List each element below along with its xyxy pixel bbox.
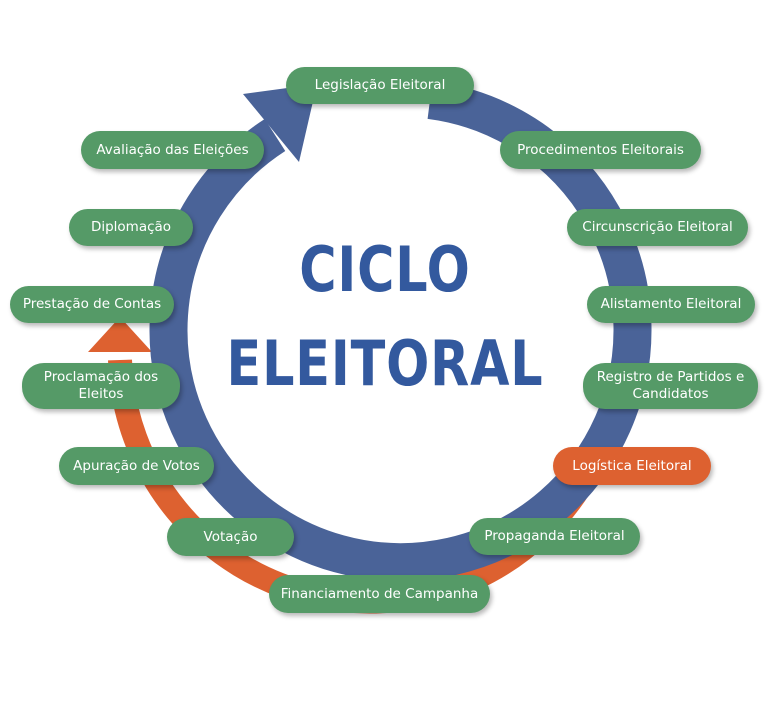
- title-line-1: CICLO: [299, 233, 471, 306]
- stage-diplomacao[interactable]: Diplomação: [69, 209, 193, 246]
- stage-avaliacao-eleicoes[interactable]: Avaliação das Eleições: [81, 131, 264, 169]
- stage-propaganda-eleitoral[interactable]: Propaganda Eleitoral: [469, 518, 640, 555]
- stage-apuracao-votos[interactable]: Apuração de Votos: [59, 447, 214, 485]
- stage-votacao[interactable]: Votação: [167, 518, 294, 556]
- stage-registro-partidos-candidatos[interactable]: Registro de Partidos e Candidatos: [583, 363, 758, 409]
- blue-cycle-arrow-icon: [243, 84, 317, 162]
- stage-legislacao-eleitoral[interactable]: Legislação Eleitoral: [286, 67, 474, 104]
- stage-logistica-eleitoral[interactable]: Logística Eleitoral: [553, 447, 711, 485]
- title-line-2: ELEITORAL: [226, 327, 544, 400]
- stage-alistamento-eleitoral[interactable]: Alistamento Eleitoral: [587, 286, 755, 323]
- stage-financiamento-campanha[interactable]: Financiamento de Campanha: [269, 575, 490, 613]
- stage-prestacao-contas[interactable]: Prestação de Contas: [10, 286, 174, 323]
- stage-proclamacao-eleitos[interactable]: Proclamação dos Eleitos: [22, 363, 180, 409]
- stage-circunscricao-eleitoral[interactable]: Circunscrição Eleitoral: [567, 209, 748, 246]
- orange-arrow-icon: [88, 317, 152, 352]
- stage-procedimentos-eleitorais[interactable]: Procedimentos Eleitorais: [500, 131, 701, 169]
